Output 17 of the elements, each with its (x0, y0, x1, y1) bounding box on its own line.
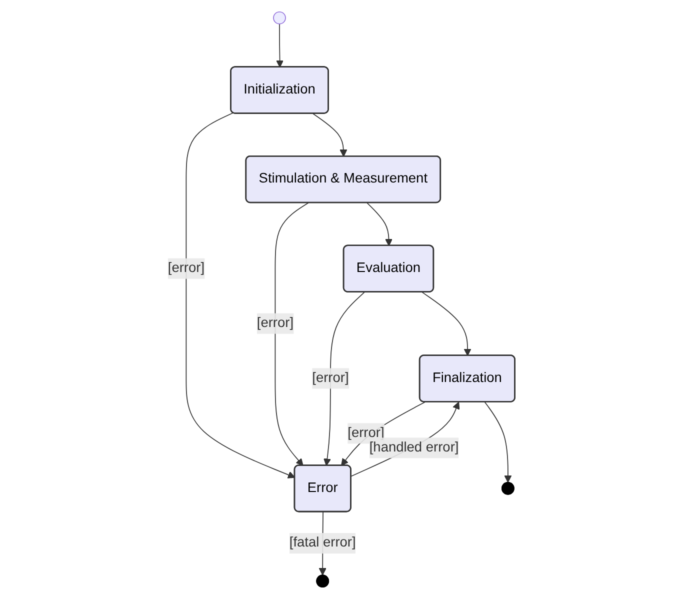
arrow (484, 402, 512, 483)
arrow (185, 112, 295, 478)
arrow (340, 402, 425, 466)
arrow (276, 23, 284, 68)
edge-label: [error] (256, 316, 294, 330)
edge-label: [handled error] (369, 440, 458, 455)
arrow (274, 202, 308, 466)
node-circle (272, 11, 286, 24)
edge-label: [fatal error] (289, 536, 356, 550)
arrow (366, 202, 392, 246)
arrow (312, 113, 347, 157)
arrow (350, 402, 460, 477)
edge-label: [error] (312, 370, 348, 386)
arrow (421, 292, 471, 356)
arrow (323, 292, 365, 466)
edge-label: [error] (347, 426, 384, 440)
edge-label: [error] (168, 260, 204, 276)
